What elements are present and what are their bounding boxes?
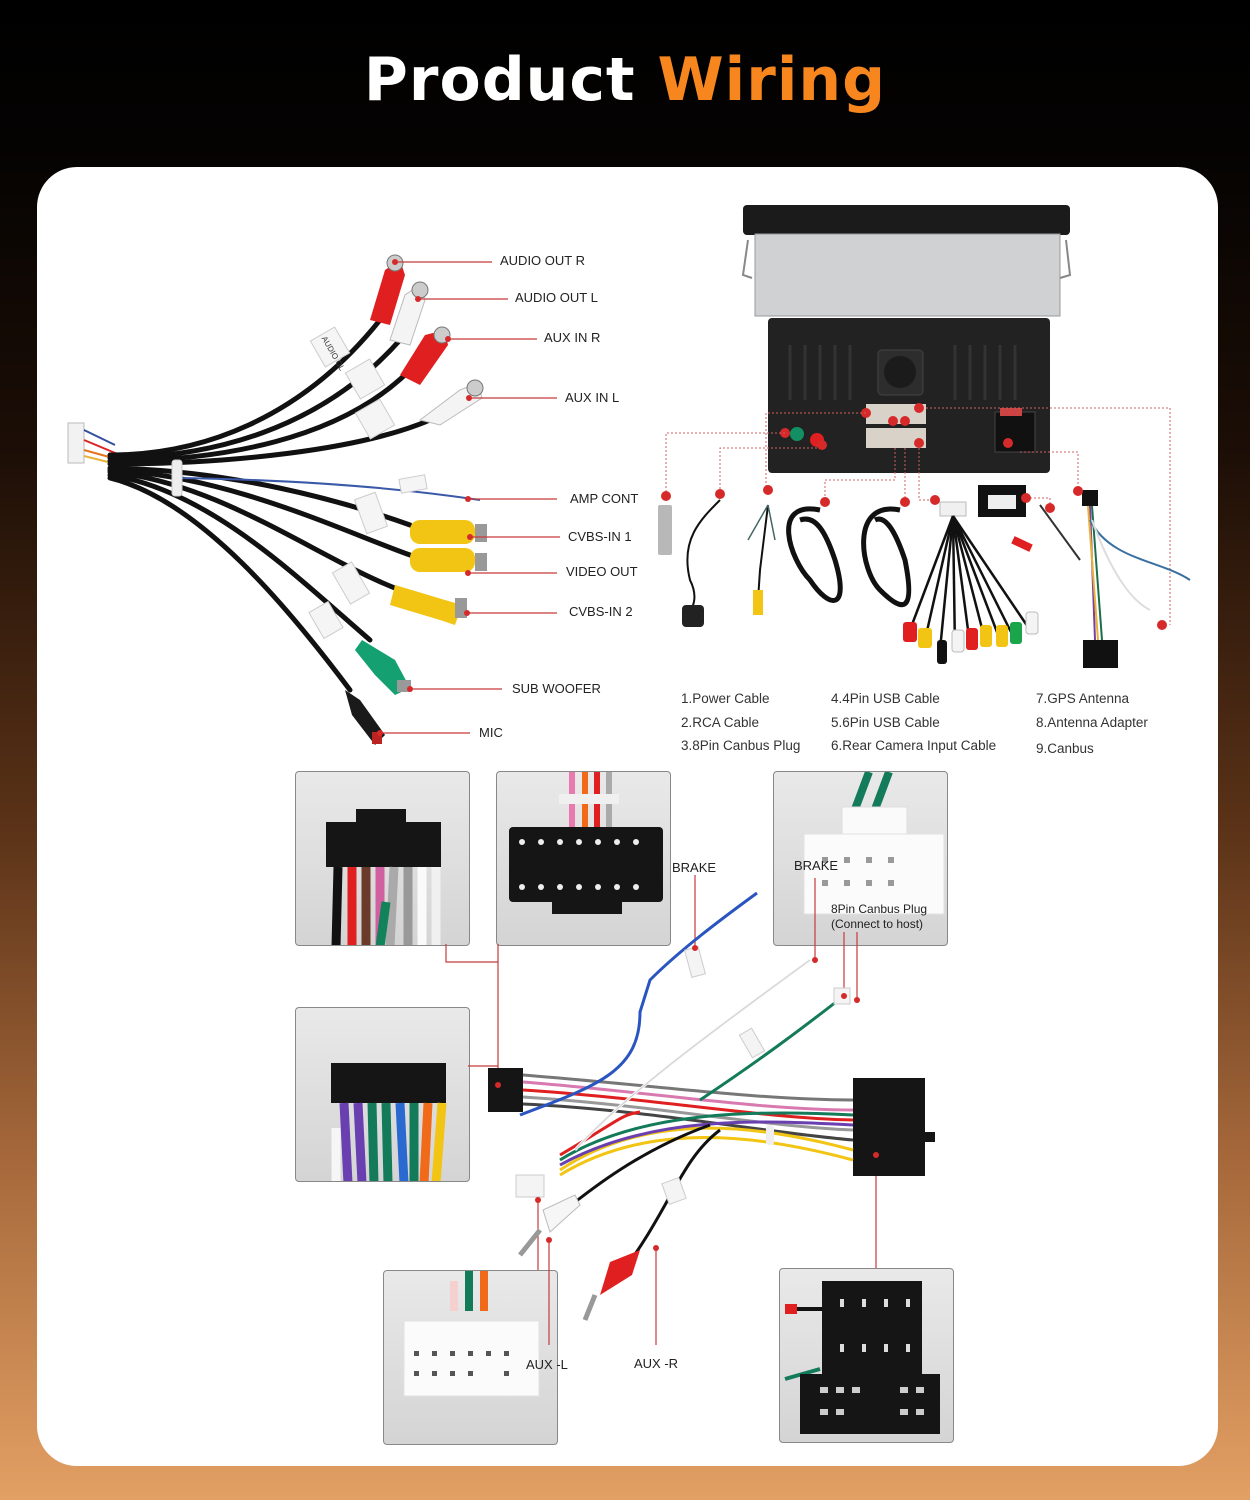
label-cvbs-in-1: CVBS-IN 1 (568, 529, 632, 544)
photo-16pin-connector-front (295, 771, 470, 946)
label-cvbs-in-2: CVBS-IN 2 (569, 604, 633, 619)
harness-left-connector (488, 1068, 523, 1112)
connector-pin-grid (519, 839, 639, 890)
cable-markers (661, 485, 1167, 630)
rca-aux-in-r (400, 326, 451, 385)
cable-tag-cvbs (353, 491, 389, 535)
brake-wire-tags (661, 946, 851, 1206)
head-unit-chassis (754, 233, 1061, 317)
label-sub-woofer: SUB WOOFER (512, 681, 601, 696)
amp-cont-wire (179, 477, 481, 501)
callout-lines-rca (380, 261, 560, 734)
harness-iso-connector (853, 1078, 925, 1176)
cable-tag-sub (331, 561, 371, 605)
photo-canbus-plug (773, 771, 948, 946)
legend-item: 4.4Pin USB Cable (831, 691, 940, 706)
legend-item: 7.GPS Antenna (1036, 691, 1130, 706)
title-part-2: Wiring (657, 45, 887, 115)
mic-jack (345, 690, 385, 745)
cable-tag-aux-in-l (354, 398, 396, 440)
rear-camera-cable (747, 504, 776, 615)
gps-antenna (682, 499, 721, 627)
legend-item: 1.Power Cable (681, 691, 770, 706)
cable-tie (171, 459, 183, 497)
heat-sink-fins (788, 345, 1017, 400)
rca-cable-bundle (903, 501, 1039, 664)
usb-4pin-cable (861, 506, 912, 608)
photo-iso-connector (779, 1268, 954, 1443)
cable-tag-amp (398, 474, 428, 494)
usb-6pin-cable (786, 506, 843, 603)
harness-wires (519, 891, 854, 1276)
rca-aux-in-l (418, 379, 484, 426)
callout-dots-harness (495, 945, 879, 1251)
callout-lines-harness (445, 875, 877, 1345)
label-aux-l: AUX -L (526, 1357, 568, 1372)
label-aux-r: AUX -R (634, 1356, 679, 1371)
port-antenna (790, 427, 804, 441)
label-aux-in-l: AUX IN L (565, 390, 620, 405)
label-mic: MIC (479, 725, 503, 740)
harness-white-plug (515, 1174, 545, 1198)
callout-leaders-head (665, 407, 1171, 625)
label-aux-in-r: AUX IN R (544, 330, 601, 345)
legend-item: 6.Rear Camera Input Cable (831, 738, 997, 753)
port-power (994, 411, 1036, 453)
legend-item: 9.Canbus (1036, 741, 1094, 756)
antenna-adapter (658, 505, 672, 555)
label-canbus-plug-note: (Connect to host) (831, 917, 924, 931)
aux-l-rca (518, 1194, 581, 1257)
label-brake-right: BRAKE (794, 858, 839, 873)
title-part-1: Product (363, 45, 636, 115)
callout-dots-rca (377, 259, 473, 736)
cable-tag-audio-out-l (344, 358, 386, 400)
aux-r-rca (582, 1250, 640, 1321)
label-canbus-plug: 8Pin Canbus Plug (831, 902, 928, 916)
port-usb-block (866, 404, 926, 424)
photo-white-connector (383, 1270, 558, 1445)
cable-tie (766, 1125, 774, 1145)
legend-item: 2.RCA Cable (681, 715, 760, 730)
legend-item: 3.8Pin Canbus Plug (681, 738, 801, 753)
port-markers (780, 403, 1013, 450)
label-brake-left: BRAKE (672, 860, 717, 875)
photo-16pin-connector-pins (496, 771, 671, 946)
label-video-out: VIDEO OUT (566, 564, 638, 579)
harness-black-cables (107, 317, 433, 693)
label-audio-out-l: AUDIO OUT L (515, 290, 598, 305)
page-title: Product Wiring (0, 40, 1250, 120)
cable-tag-mic (308, 600, 344, 640)
port-rca-block (866, 428, 926, 448)
rca-video-out (410, 548, 487, 572)
legend-item: 8.Antenna Adapter (1036, 715, 1148, 730)
power-harness (1011, 490, 1191, 668)
legend-item: 5.6Pin USB Cable (831, 715, 940, 730)
label-amp-cont: AMP CONT (570, 491, 639, 506)
head-unit-screen (743, 205, 1070, 235)
photo-16pin-connector-colored (295, 1007, 470, 1182)
label-audio-out-r: AUDIO OUT R (500, 253, 585, 268)
